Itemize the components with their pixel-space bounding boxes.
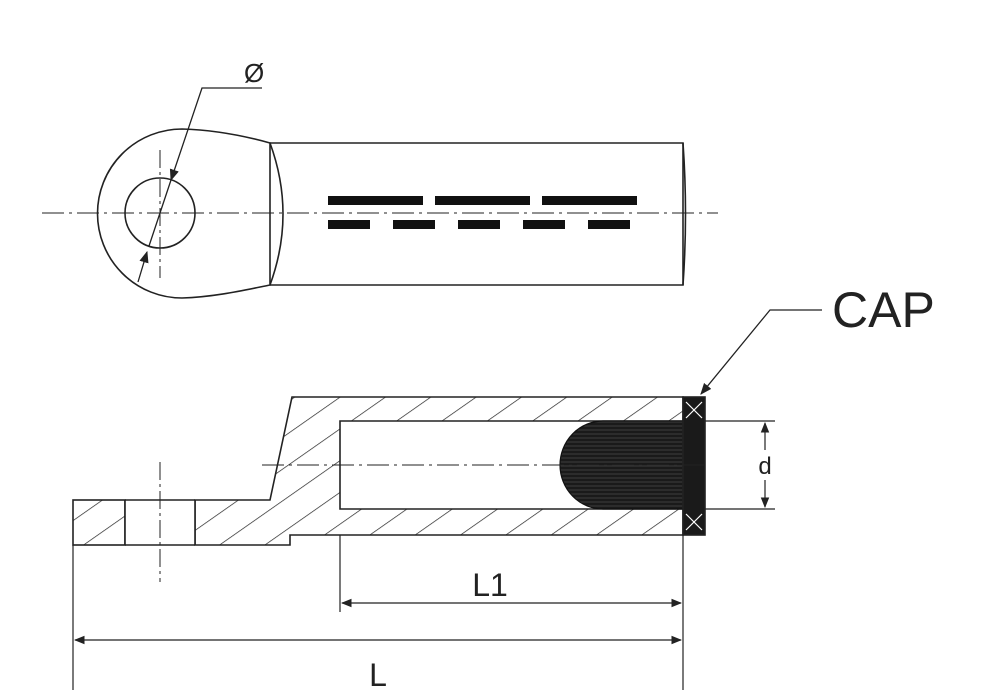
palm-section-left (72, 499, 126, 546)
crimp-marks (328, 196, 637, 229)
end-cap (682, 396, 706, 536)
cap-leader (700, 309, 822, 395)
diameter-dimension (137, 87, 262, 283)
l1-dimension (339, 535, 684, 690)
diameter-label: Ø (244, 58, 264, 88)
barrel-outline (270, 142, 684, 286)
cap-label: CAP (832, 282, 935, 338)
l-dimension (72, 545, 683, 690)
l-label: L (369, 657, 387, 693)
lug-palm-outline (96, 128, 271, 299)
l1-label: L1 (472, 567, 508, 603)
d-dimension (705, 420, 775, 510)
body-section (194, 396, 684, 546)
section-view (72, 396, 706, 582)
top-view (42, 128, 718, 299)
d-label: d (758, 453, 771, 480)
